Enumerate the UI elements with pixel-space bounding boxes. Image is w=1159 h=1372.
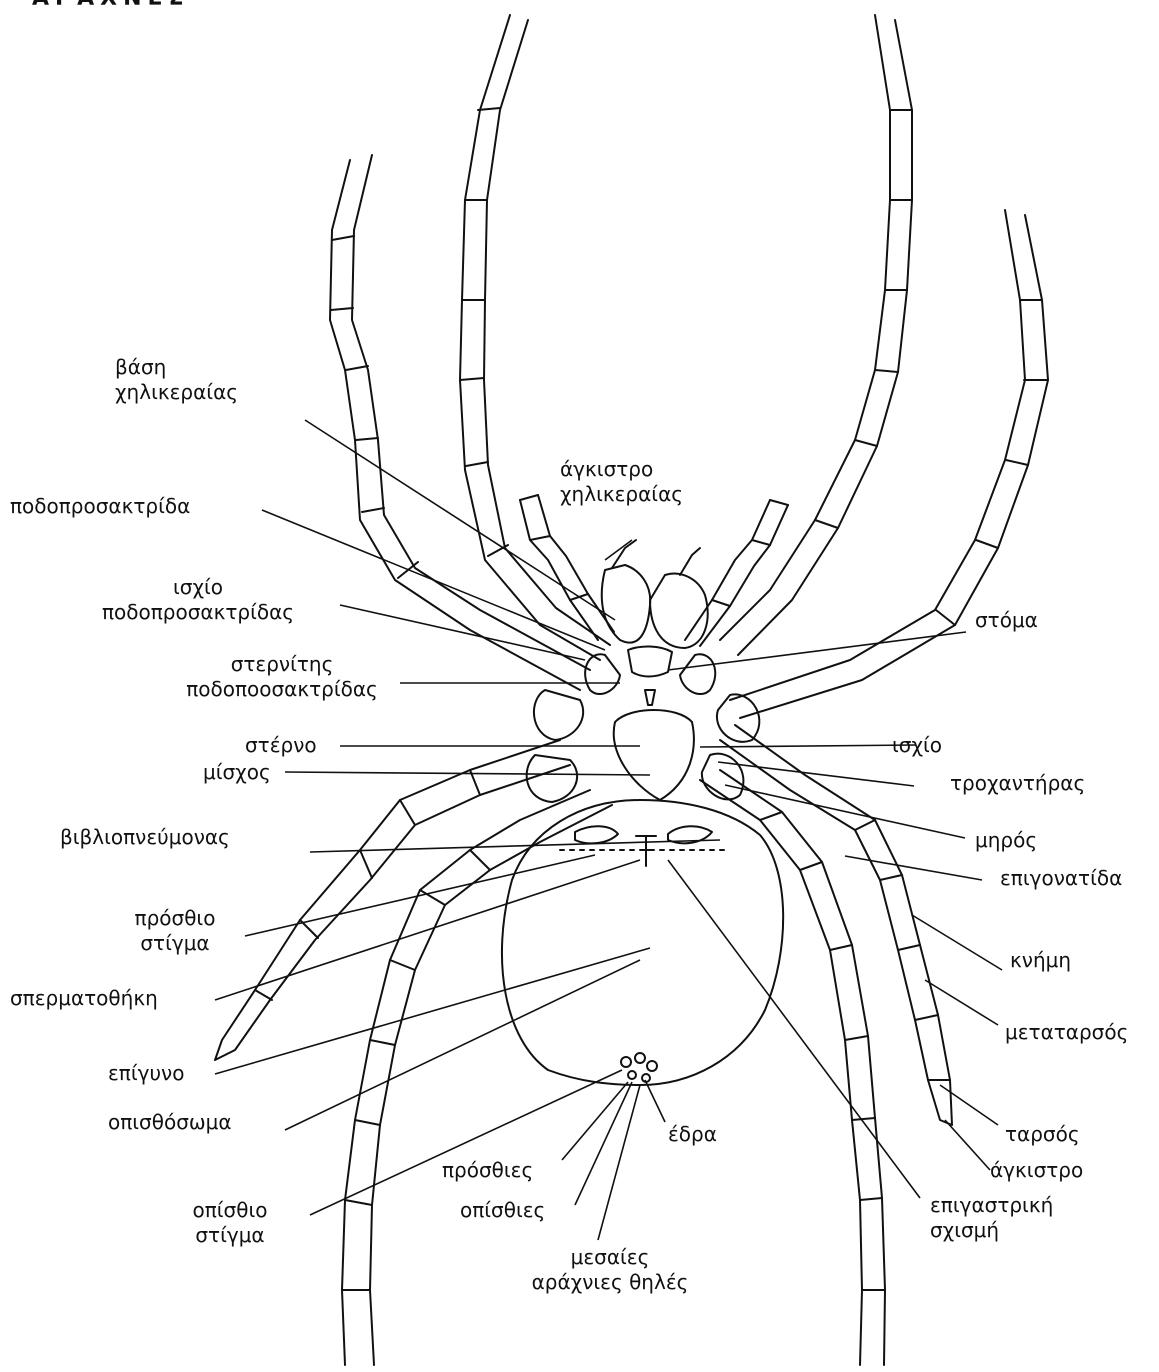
label-median-spinnerets: μεσαίες αράχνιες θηλές xyxy=(505,1245,715,1295)
label-posterior-stigma: οπίσθιο στίγμα xyxy=(160,1198,300,1248)
label-chelicera-base: βάση χηλικεραίας xyxy=(115,355,238,405)
label-femur: μηρός xyxy=(975,828,1037,853)
label-epigyne: επίγυνο xyxy=(108,1061,184,1086)
label-tarsus: ταρσός xyxy=(1005,1122,1080,1147)
sternum-shape xyxy=(614,710,694,800)
label-spermatheca: σπερματοθήκη xyxy=(10,986,158,1011)
chelicerae xyxy=(602,540,708,648)
leg-4-right xyxy=(700,770,885,1365)
leg-2-right xyxy=(720,15,912,655)
label-book-lung: βιβλιοπνεύμονας xyxy=(60,825,230,850)
label-pedicel: μίσχος xyxy=(203,760,271,785)
label-opisthosoma: οπισθόσωμα xyxy=(108,1110,232,1135)
label-metatarsus: μεταταρσός xyxy=(1005,1020,1128,1045)
label-mouth: στόμα xyxy=(975,608,1038,633)
label-sternum: στέρνο xyxy=(245,733,317,758)
label-anterior-spinnerets: πρόσθιες xyxy=(442,1158,533,1183)
label-claw: άγκιστρο xyxy=(990,1158,1083,1183)
label-anus: έδρα xyxy=(668,1122,717,1147)
prosoma xyxy=(527,646,760,802)
label-posterior-spinnerets: οπίσθιες xyxy=(460,1198,545,1223)
label-epigastric-furrow: επιγαστρική σχισμή xyxy=(930,1193,1053,1243)
label-coxa: ισχίο xyxy=(892,733,942,758)
leg-1-left xyxy=(330,155,590,690)
label-chelicera-hook: άγκιστρο χηλικεραίας xyxy=(560,457,683,507)
label-trochanter: τροχαντήρας xyxy=(950,771,1085,796)
label-anterior-stigma: πρόσθιο στίγμα xyxy=(100,906,250,956)
label-pedipalp-coxa: ισχίο ποδοπροσακτρίδας xyxy=(78,575,318,625)
leader-lines xyxy=(215,420,1002,1240)
label-tibia: κνήμη xyxy=(1010,948,1071,973)
leg-2-left xyxy=(460,15,610,660)
label-pedipalp-sternite: στερνίτης ποδοποοσακτρίδας xyxy=(162,652,402,702)
label-pedipalp: ποδοπροσακτρίδα xyxy=(10,494,190,519)
label-patella: επιγονατίδα xyxy=(1000,866,1122,891)
leg-3-right xyxy=(720,725,952,1125)
